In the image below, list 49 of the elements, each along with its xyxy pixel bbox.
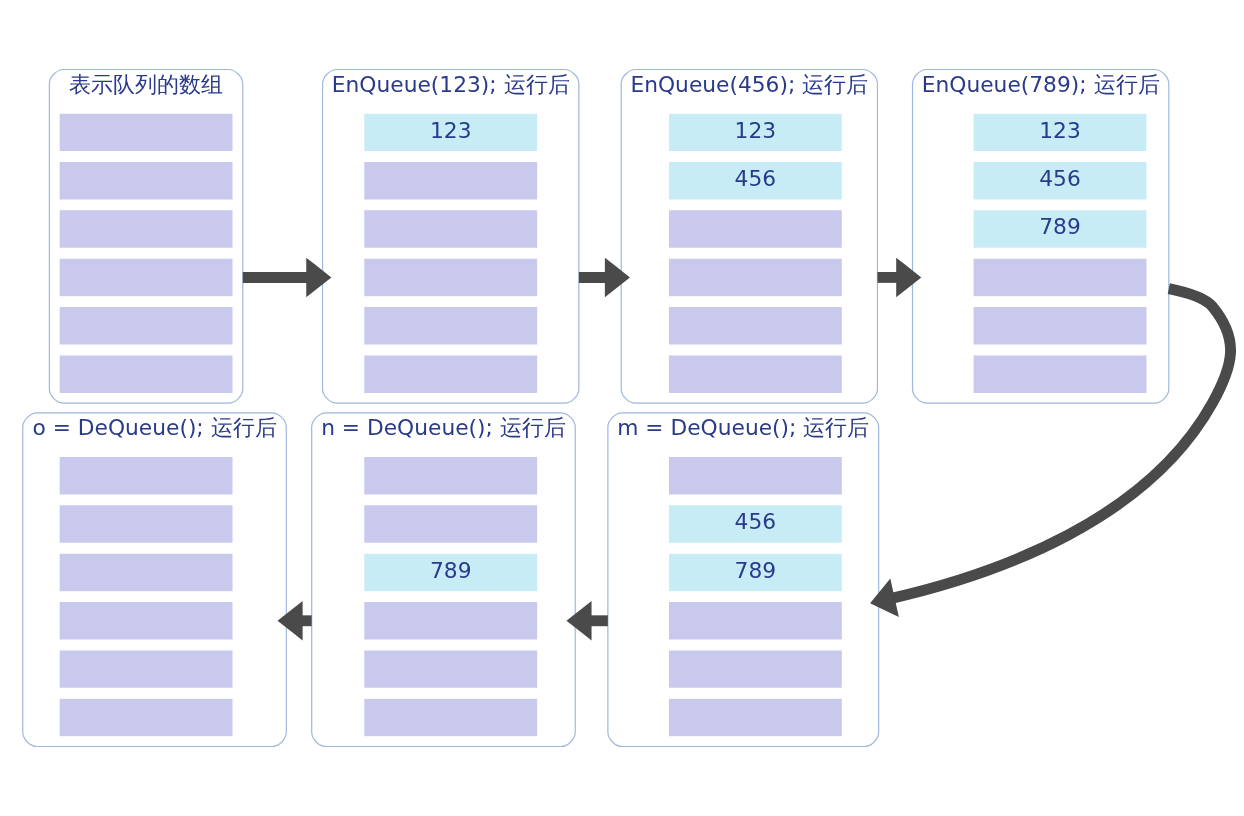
arrow bbox=[566, 601, 608, 641]
node-box bbox=[972, 305, 1148, 346]
node-box bbox=[363, 160, 539, 201]
node-box bbox=[58, 305, 234, 346]
arrow bbox=[877, 257, 922, 298]
node-box bbox=[58, 354, 234, 395]
node-box bbox=[667, 305, 843, 346]
node-box bbox=[667, 257, 843, 298]
node-box: 456 bbox=[667, 160, 843, 201]
node-box bbox=[667, 600, 843, 641]
node-box bbox=[363, 600, 539, 641]
node-box bbox=[667, 697, 843, 738]
node-box bbox=[363, 257, 539, 298]
node-box: 789 bbox=[667, 552, 843, 593]
node-box bbox=[58, 552, 234, 593]
node-box bbox=[58, 257, 234, 298]
node-box: 123 bbox=[363, 112, 539, 153]
node-box bbox=[58, 697, 234, 738]
node-box bbox=[363, 305, 539, 346]
node-box bbox=[58, 649, 234, 690]
node-box bbox=[972, 354, 1148, 395]
node-box: 123 bbox=[972, 112, 1148, 153]
node-box bbox=[58, 455, 234, 496]
node-box bbox=[58, 504, 234, 544]
node-box bbox=[667, 354, 843, 395]
node-box bbox=[667, 209, 843, 250]
node-box bbox=[667, 649, 843, 690]
node-box: 123 bbox=[667, 112, 843, 153]
node-box bbox=[363, 209, 539, 250]
cluster: o = DeQueue(); 运行后 bbox=[22, 412, 287, 748]
cluster: 表示队列的数组 bbox=[48, 68, 244, 404]
node-box bbox=[363, 455, 539, 496]
node-box bbox=[58, 209, 234, 250]
node-box: 789 bbox=[972, 209, 1148, 250]
node-box bbox=[58, 112, 234, 153]
node-box: 456 bbox=[972, 160, 1148, 201]
node-box bbox=[363, 354, 539, 395]
node-box: 456 bbox=[667, 504, 843, 544]
node-box bbox=[363, 649, 539, 690]
node-box: 789 bbox=[363, 552, 539, 593]
arrow bbox=[578, 257, 630, 298]
node-box bbox=[363, 697, 539, 738]
node-box bbox=[58, 160, 234, 201]
arrow bbox=[242, 257, 332, 298]
arrow bbox=[870, 283, 1236, 617]
node-box bbox=[58, 600, 234, 641]
node-box bbox=[667, 455, 843, 496]
node-box bbox=[972, 257, 1148, 298]
node-box bbox=[363, 504, 539, 544]
